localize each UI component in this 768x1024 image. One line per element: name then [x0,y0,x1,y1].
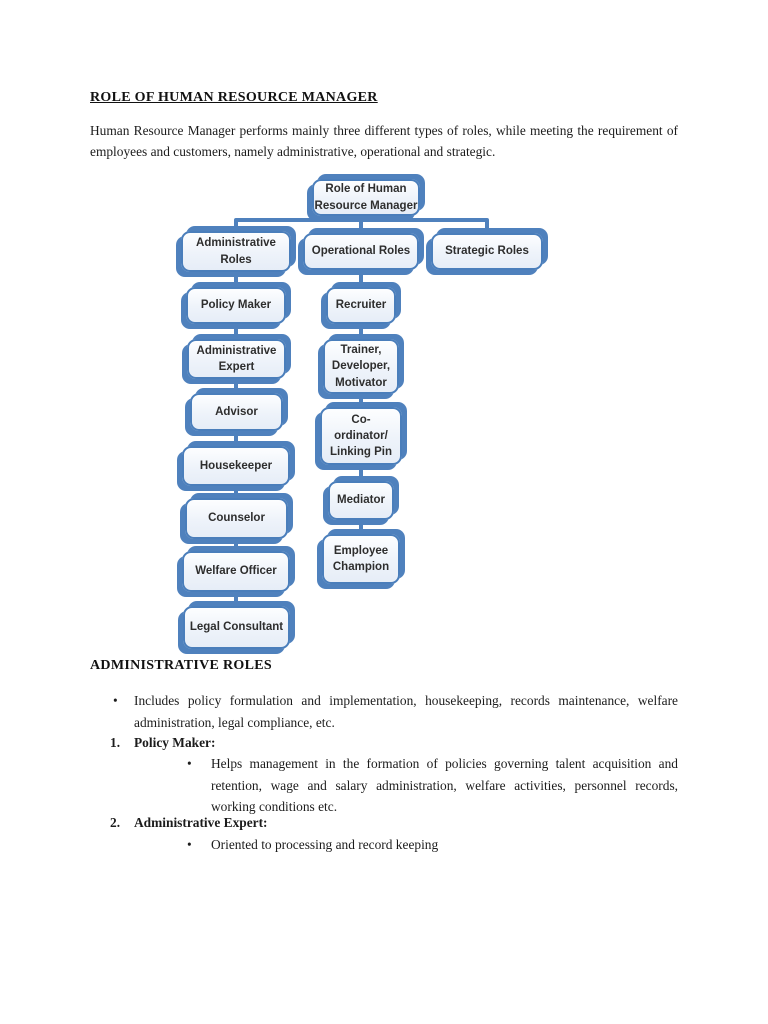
connector-branch-administrative [234,220,238,233]
org-node-administrative-expert: Administrative Expert [187,339,286,379]
connector-admin-0 [234,269,238,290]
org-node-label: Legal Consultant [189,621,284,634]
connector-oper-4 [359,518,363,536]
org-node-employee-champion: Employee Champion [322,534,400,584]
bullet-icon: • [187,756,192,771]
org-node-housekeeper: Housekeeper [182,446,290,486]
bullet-icon: • [113,693,118,708]
section-heading: ADMINISTRATIVE ROLES [90,658,272,673]
list-detail: Oriented to processing and record keepin… [211,837,439,852]
org-node-recruiter: Recruiter [326,287,396,324]
org-node-coordinator-linking-pin: Co- ordinator/ Linking Pin [320,407,402,465]
org-node-label: Administrative Roles [196,237,276,266]
list-label: Policy Maker: [134,735,216,750]
org-node-advisor: Advisor [190,393,283,431]
org-node-label: Operational Roles [311,245,411,258]
connector-branch-operational [359,220,363,235]
connector-oper-2 [359,392,363,409]
list-detail: Helps management in the formation of pol… [211,756,678,814]
org-node-label: Strategic Roles [445,245,529,258]
connector-oper-0 [359,267,363,290]
list-number: 2. [110,815,121,830]
page-title: ROLE OF HUMAN RESOURCE MANAGER [90,90,378,105]
org-node-label: Welfare Officer [195,565,277,578]
org-node-label: Counselor [208,512,265,525]
org-node-welfare-officer: Welfare Officer [182,551,290,592]
org-node-label: Housekeeper [199,459,273,472]
org-node-legal-consultant: Legal Consultant [183,606,290,649]
org-node-counselor: Counselor [185,498,288,539]
org-node-root-label: Role of Human Resource Manager [314,183,418,212]
connector-admin-1 [234,322,238,341]
org-node-label: Employee Champion [332,544,390,573]
org-node-mediator: Mediator [328,481,394,520]
org-node-label: Recruiter [335,299,387,312]
connector-admin-4 [234,483,238,500]
connector-admin-6 [234,589,238,611]
connector-admin-2 [234,376,238,395]
org-node-label: Advisor [215,405,258,418]
intro-paragraph: Human Resource Manager performs mainly t… [90,123,678,159]
list-number: 1. [110,735,121,750]
org-node-label: Trainer, Developer, Motivator [331,344,391,389]
org-node-strategic-roles: Strategic Roles [431,233,543,270]
org-node-label: Mediator [337,494,385,507]
org-node-operational-roles: Operational Roles [303,233,419,270]
bullet-text: Includes policy formulation and implemen… [134,693,678,730]
connector-horizontal [234,218,489,222]
bullet-icon: • [187,837,192,852]
org-node-administrative-roles: Administrative Roles [181,231,291,272]
org-node-trainer-developer-motivator: Trainer, Developer, Motivator [323,339,399,394]
list-label: Administrative Expert: [134,815,268,830]
connector-root-stub [364,212,368,220]
connector-branch-strategic [485,220,489,235]
connector-admin-3 [234,428,238,448]
org-node-label: Co- ordinator/ Linking Pin [330,413,392,459]
org-node-root: Role of Human Resource Manager [312,179,420,216]
connector-oper-3 [359,463,363,483]
connector-oper-1 [359,322,363,341]
org-node-label: Administrative Expert [196,344,277,373]
org-node-label: Policy Maker [200,299,272,312]
connector-admin-5 [234,536,238,553]
org-node-policy-maker: Policy Maker [186,287,286,324]
